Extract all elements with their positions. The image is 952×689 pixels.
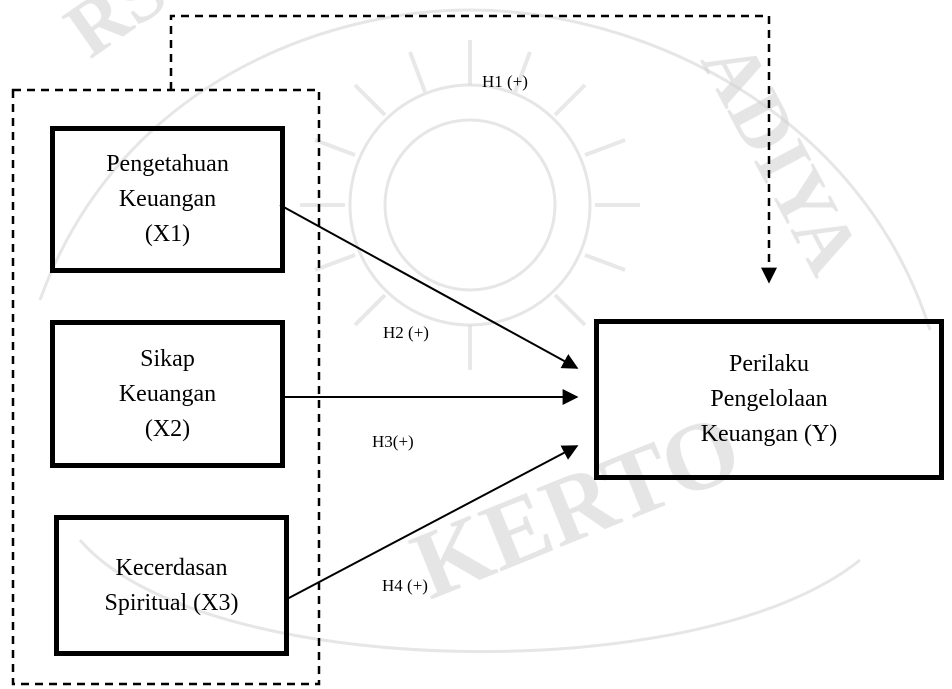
hypothesis-label-h1: H1 (+) (482, 72, 528, 91)
node-x1-pengetahuan-keuangan: Pengetahuan Keuangan (X1) (50, 126, 285, 273)
node-y-line1: Perilaku (729, 351, 809, 377)
node-x3-line2: Spiritual (X3) (104, 589, 239, 616)
node-x2-line3: (X2) (144, 415, 191, 442)
node-y-line3: Keuangan (Y) (700, 421, 838, 447)
node-x1-line3: (X1) (144, 221, 191, 247)
node-x1-line1: Pengetahuan (106, 151, 229, 177)
hypothesis-label-h4: H4 (+) (382, 576, 428, 595)
h4-arrow (286, 445, 579, 600)
node-x2-line1: Sikap (140, 345, 195, 372)
node-x3-line1: Kecerdasan (115, 554, 228, 581)
hypothesis-label-h3: H3(+) (372, 432, 414, 451)
h1-dashed-arrow (169, 14, 777, 284)
node-x3-kecerdasan-spiritual: Kecerdasan Spiritual (X3) (54, 515, 289, 656)
node-y-perilaku-pengelolaan-keuangan: Perilaku Pengelolaan Keuangan (Y) (594, 319, 944, 480)
node-x1-line2: Keuangan (118, 186, 217, 212)
node-y-line2: Pengelolaan (710, 386, 828, 412)
hypothesis-label-h2: H2 (+) (383, 323, 429, 342)
node-x2-sikap-keuangan: Sikap Keuangan (X2) (50, 320, 285, 468)
node-x2-line2: Keuangan (118, 380, 217, 407)
independent-variables-group (11, 88, 321, 686)
h2-arrow (279, 204, 579, 369)
